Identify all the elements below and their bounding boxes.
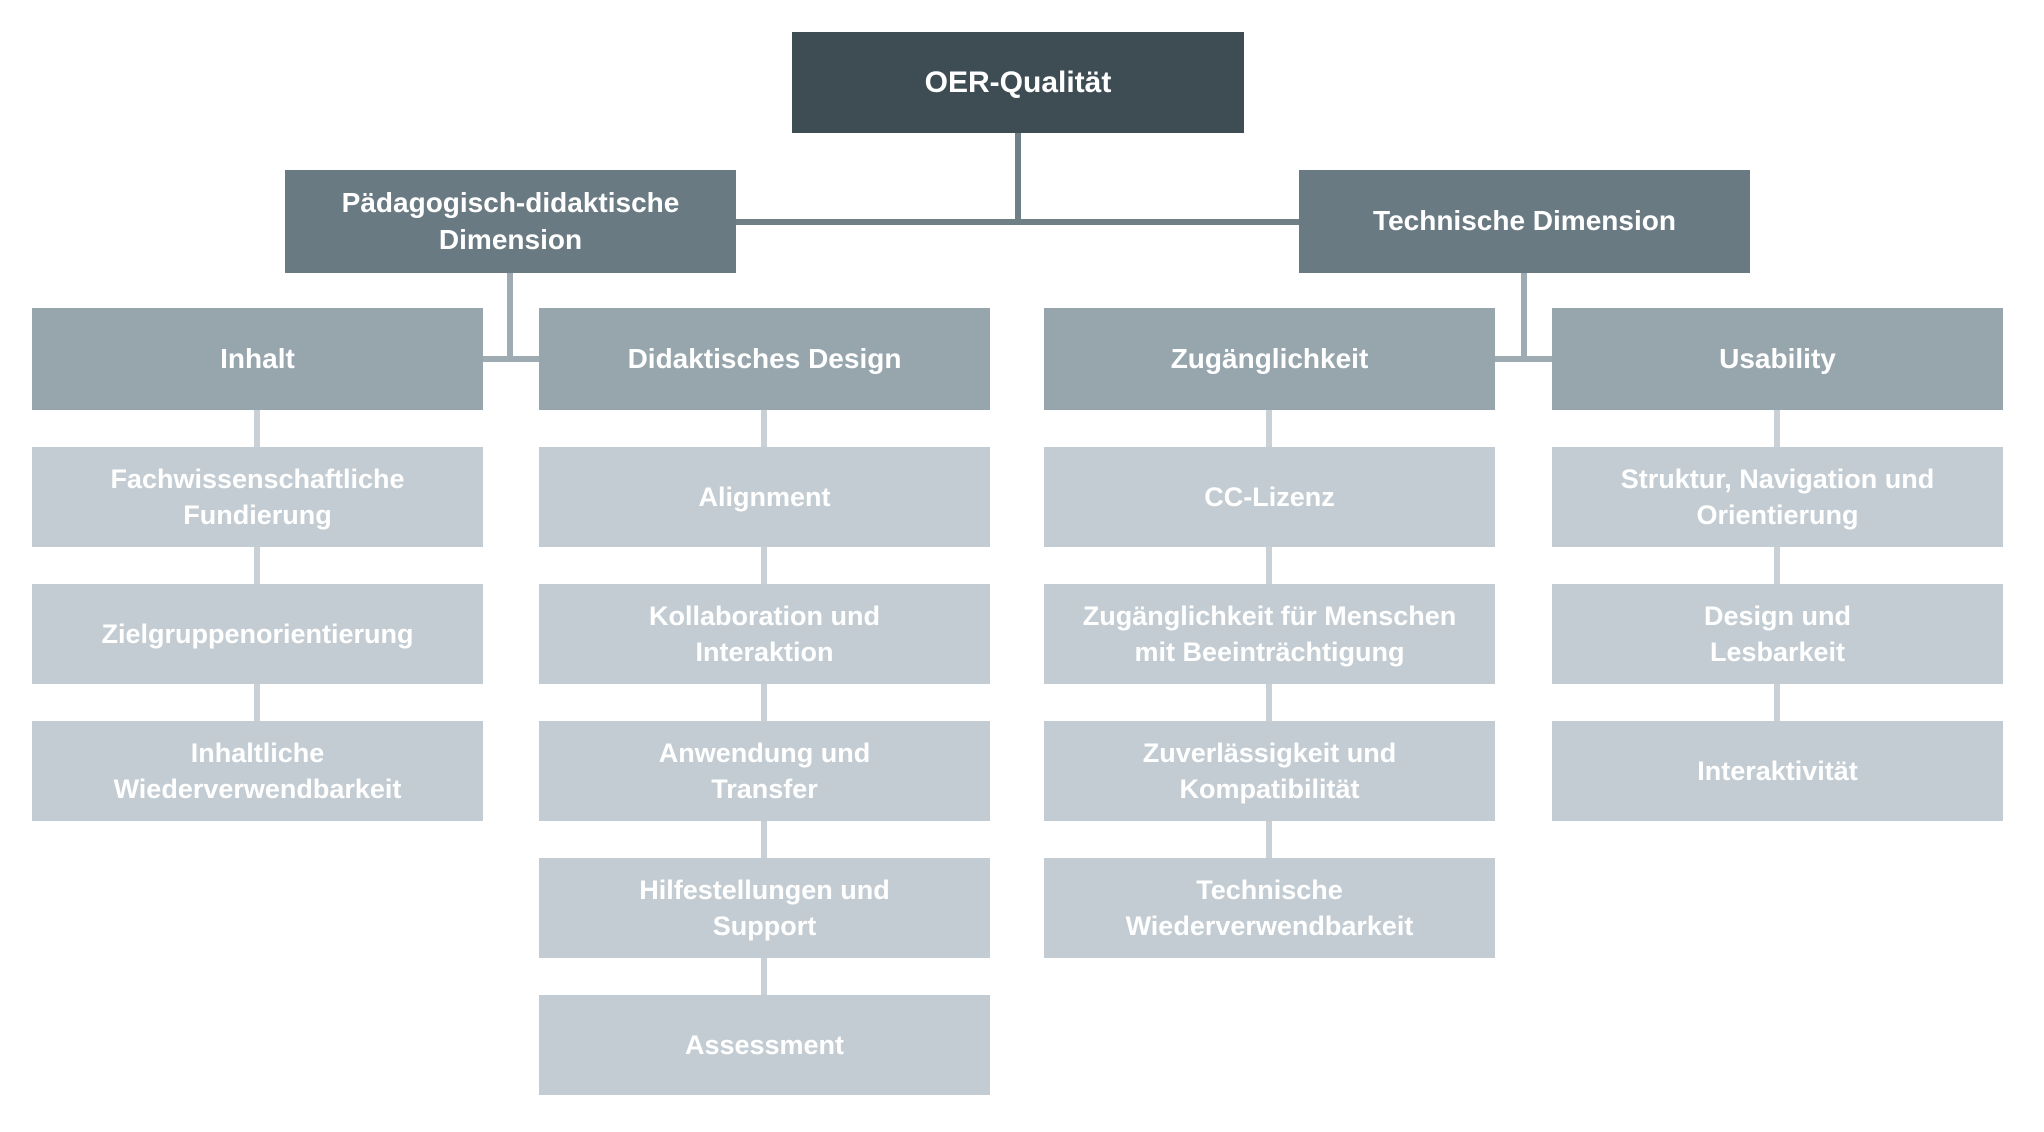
connector-col2-seg1 xyxy=(761,409,767,448)
node-hilfestellungen-und-support: Hilfestellungen und Support xyxy=(539,858,990,958)
node-inhalt: Inhalt xyxy=(32,308,483,410)
node-oer-qualitaet: OER-Qualität xyxy=(792,32,1244,133)
connector-col3-seg3 xyxy=(1266,683,1272,722)
connector-col1-seg2 xyxy=(254,546,260,585)
node-zuverlaessigkeit-und-kompatibilitaet: Zuverlässigkeit und Kompatibilität xyxy=(1044,721,1495,821)
node-assessment: Assessment xyxy=(539,995,990,1095)
node-zugaenglichkeit-fuer-menschen: Zugänglichkeit für Menschen mit Beeinträ… xyxy=(1044,584,1495,684)
connector-col2-seg2 xyxy=(761,546,767,585)
connector-root-vertical xyxy=(1015,133,1021,225)
connector-col2-seg5 xyxy=(761,957,767,996)
connector-dim1-vertical xyxy=(507,273,513,362)
node-zugaenglichkeit: Zugänglichkeit xyxy=(1044,308,1495,410)
connector-col4-seg1 xyxy=(1774,409,1780,448)
node-alignment: Alignment xyxy=(539,447,990,547)
connector-col3-seg2 xyxy=(1266,546,1272,585)
connector-col2-seg3 xyxy=(761,683,767,722)
node-struktur-navigation-orientierung: Struktur, Navigation und Orientierung xyxy=(1552,447,2003,547)
connector-col3-seg1 xyxy=(1266,409,1272,448)
node-usability: Usability xyxy=(1552,308,2003,410)
connector-col4-seg2 xyxy=(1774,546,1780,585)
node-fachwissenschaftliche-fundierung: Fachwissenschaftliche Fundierung xyxy=(32,447,483,547)
node-kollaboration-und-interaktion: Kollaboration und Interaktion xyxy=(539,584,990,684)
node-cc-lizenz: CC-Lizenz xyxy=(1044,447,1495,547)
connector-col1-seg1 xyxy=(254,409,260,448)
node-technische-dimension: Technische Dimension xyxy=(1299,170,1750,273)
connector-dim2-horizontal xyxy=(1495,356,1552,362)
connector-col1-seg3 xyxy=(254,683,260,722)
node-design-und-lesbarkeit: Design und Lesbarkeit xyxy=(1552,584,2003,684)
connector-col3-seg4 xyxy=(1266,820,1272,859)
connector-col2-seg4 xyxy=(761,820,767,859)
node-paedagogisch-didaktische-dimension: Pädagogisch-didaktische Dimension xyxy=(285,170,736,273)
node-inhaltliche-wiederverwendbarkeit: Inhaltliche Wiederverwendbarkeit xyxy=(32,721,483,821)
node-anwendung-und-transfer: Anwendung und Transfer xyxy=(539,721,990,821)
node-interaktivitaet: Interaktivität xyxy=(1552,721,2003,821)
node-technische-wiederverwendbarkeit: Technische Wiederverwendbarkeit xyxy=(1044,858,1495,958)
connector-col4-seg3 xyxy=(1774,683,1780,722)
node-zielgruppenorientierung: Zielgruppenorientierung xyxy=(32,584,483,684)
connector-dim2-vertical xyxy=(1521,273,1527,362)
node-didaktisches-design: Didaktisches Design xyxy=(539,308,990,410)
connector-dim1-horizontal xyxy=(483,356,539,362)
connector-root-horizontal xyxy=(736,219,1299,225)
